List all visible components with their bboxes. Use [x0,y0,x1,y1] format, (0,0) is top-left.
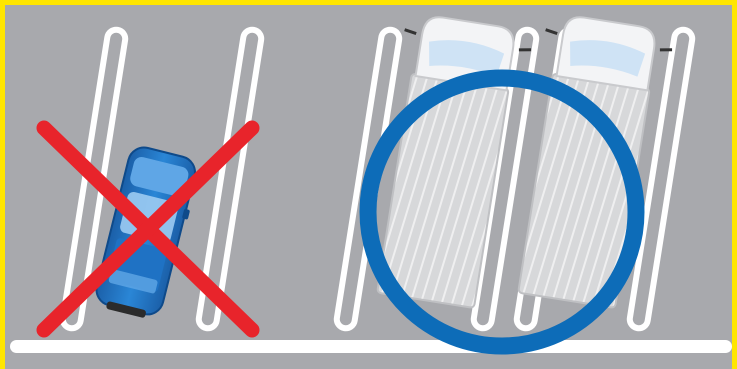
curb-line [10,340,732,353]
